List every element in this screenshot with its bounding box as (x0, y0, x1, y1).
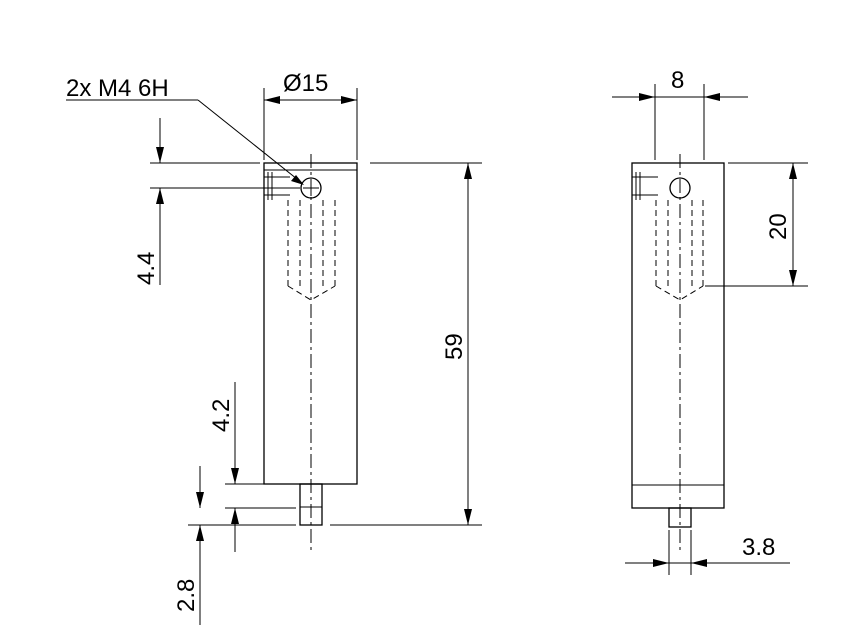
dim-2-8-arrow (196, 492, 204, 508)
dim-20: 20 (705, 162, 808, 287)
diameter-label: Ø15 (283, 70, 328, 97)
dim-4-4-arrow (156, 188, 164, 204)
front-pin-outline (299, 483, 323, 526)
dim-59-arrow (464, 509, 472, 525)
dim-4-2-arrow (231, 468, 239, 484)
dim-2-8-label: 2.8 (173, 579, 200, 612)
front-view (263, 154, 358, 550)
thread-leader-line (197, 99, 303, 184)
dim-4-4-arrow (156, 147, 164, 163)
thread-label: 2x M4 6H (66, 75, 169, 102)
dim-3-8-label: 3.8 (742, 534, 775, 561)
dim-2-8-arrow (196, 525, 204, 541)
dim-3-8-arrow (653, 559, 669, 567)
diameter-arrow (341, 96, 357, 104)
dim-4-4-label: 4.4 (133, 252, 160, 285)
dim-4-2: 4.2 (208, 382, 296, 552)
dim-20-arrow (789, 163, 797, 179)
side-body-outline (631, 162, 725, 509)
side-view (631, 154, 725, 550)
dim-20-arrow (789, 270, 797, 286)
diameter-dimension: Ø15 (263, 70, 358, 160)
dim-4-2-arrow (231, 508, 239, 524)
dim-8-label: 8 (671, 67, 684, 94)
dim-59-arrow (464, 163, 472, 179)
dim-59-label: 59 (441, 333, 468, 360)
thread-leader-arrow (291, 175, 304, 185)
dim-20-label: 20 (765, 213, 792, 240)
dim-2-8: 2.8 (173, 466, 296, 625)
dim-8-arrow (704, 93, 720, 101)
side-pin-outline (668, 507, 692, 528)
dim-8-arrow (639, 93, 655, 101)
thread-callout: 2x M4 6H (66, 75, 304, 185)
dim-3-8-arrow (691, 559, 707, 567)
side-hidden-drill-tip (655, 285, 704, 301)
dim-4-4: 4.4 (133, 118, 300, 285)
dim-4-2-label: 4.2 (208, 399, 235, 432)
dim-3-8: 3.8 (625, 530, 790, 575)
dim-8: 8 (612, 67, 748, 160)
front-hidden-drill-tip (287, 285, 336, 301)
dim-59: 59 (330, 162, 482, 526)
diameter-arrow (264, 96, 280, 104)
